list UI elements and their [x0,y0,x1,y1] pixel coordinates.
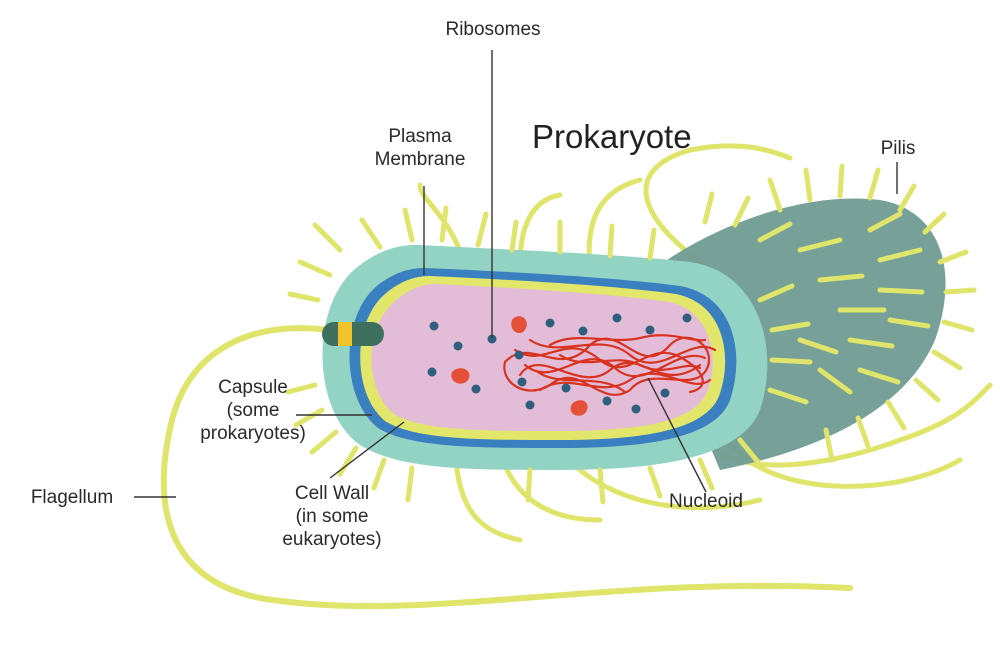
label-capsule-line2: (some [226,400,280,421]
label-capsule-line1: Capsule [218,377,288,398]
cell-wall-leader [329,421,405,479]
label-pilis-line1: Pilis [880,138,916,159]
cell-front-pili [285,163,977,505]
nucleoid-leader [647,377,707,493]
label-flagellum-line1: Flagellum [30,487,114,508]
flagellum-motor [322,322,384,346]
label-ribosomes: Ribosomes [428,18,558,41]
label-pilis: Pilis [868,137,928,160]
ribosomes [427,313,692,414]
label-capsule-line3: prokaryotes) [200,423,306,444]
label-nucleoid-line1: Nucleoid [669,491,743,512]
label-flagellum: Flagellum [10,486,134,509]
diagram-title: Prokaryote [532,118,692,155]
label-cell-wall-line2: (in some [295,506,369,527]
cytoplasm [371,284,713,431]
label-ribosomes-line1: Ribosomes [445,19,541,40]
nucleoid [503,334,717,396]
label-plasma-membrane: Plasma Membrane [350,125,490,171]
label-plasma-membrane-line2: Membrane [374,149,466,170]
label-plasma-membrane-line1: Plasma [388,126,452,147]
flagellum [160,325,853,610]
label-cell-wall: Cell Wall (in some eukaryotes) [262,482,402,551]
label-capsule: Capsule (some prokaryotes) [178,376,328,445]
plasmids [451,316,588,416]
label-cell-wall-line1: Cell Wall [294,483,370,504]
leader-lines [134,50,898,498]
label-cell-wall-line3: eukaryotes) [282,529,382,550]
label-nucleoid: Nucleoid [648,490,764,513]
